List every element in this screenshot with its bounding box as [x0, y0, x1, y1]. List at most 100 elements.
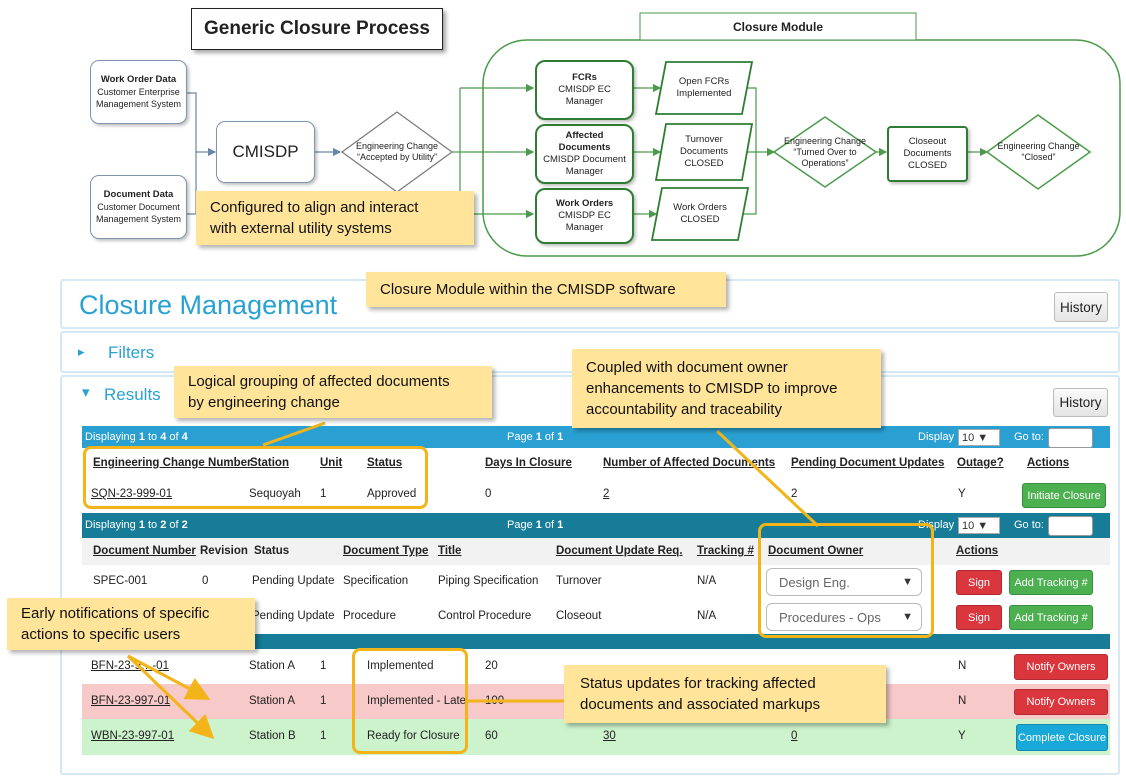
doc-col-update[interactable]: Document Update Req.: [556, 545, 683, 557]
note-early-line1: Early notifications of specific: [21, 605, 210, 622]
notify-owners-button[interactable]: Notify Owners: [1014, 654, 1108, 680]
filters-title[interactable]: Filters: [108, 343, 155, 362]
doc-header-row: Document Number Revision Status Document…: [82, 538, 1110, 566]
ec-col-status[interactable]: Status: [367, 457, 403, 469]
diamond-closed-line1: Engineering Change: [997, 141, 1080, 151]
doc-col-number[interactable]: Document Number: [93, 545, 196, 557]
para-workorders-shape: [650, 187, 750, 241]
ec-displaying-a: 1: [138, 431, 145, 443]
note-configured-line1: Configured to align and interact: [210, 199, 419, 216]
add-tracking-button[interactable]: Add Tracking #: [1009, 605, 1093, 630]
closeout-box: Closeout Documents CLOSED: [887, 126, 968, 182]
ec-lower-number-link[interactable]: BFN-23-997-01: [91, 695, 171, 707]
ec-display-select[interactable]: 10▼: [958, 429, 1000, 446]
ec-display-value: 10: [962, 431, 975, 444]
note-configured-line2: with external utility systems: [210, 220, 392, 237]
initiate-closure-button[interactable]: Initiate Closure: [1022, 483, 1106, 508]
para-turnover: Turnover Documents CLOSED: [656, 124, 752, 180]
para-open-fcrs-line1: Open FCRs: [678, 76, 730, 87]
ec-lower-number-link[interactable]: WBN-23-997-01: [91, 730, 175, 742]
ec-col-pending[interactable]: Pending Document Updates: [791, 457, 945, 469]
doc-display-select[interactable]: 10▼: [958, 517, 1000, 534]
ec-displaying-pre: Displaying: [85, 431, 139, 443]
diamond-closed-shape: [985, 114, 1092, 190]
doc-goto-input[interactable]: [1048, 516, 1093, 536]
filters-chevron-icon[interactable]: ▸: [78, 344, 85, 359]
sign-button[interactable]: Sign: [956, 570, 1002, 595]
doc-row-tracking: N/A: [697, 575, 717, 587]
doc-row-title: Control Procedure: [438, 610, 532, 622]
ec-row-pending: 2: [791, 488, 798, 500]
ec-col-actions: Actions: [1027, 457, 1070, 469]
cmisdp-box: CMISDP: [216, 121, 315, 183]
note-owner: Coupled with document owner enhancements…: [572, 349, 881, 428]
para-turnover-line1: Turnover: [685, 134, 723, 145]
document-data-box: Document Data Customer Document Manageme…: [90, 175, 187, 239]
ec-lower-unit: 1: [320, 730, 327, 742]
doc-col-revision[interactable]: Revision: [200, 545, 248, 557]
chevron-down-icon: ▼: [977, 519, 989, 532]
add-tracking-button[interactable]: Add Tracking #: [1009, 570, 1093, 595]
document-owner-select[interactable]: Procedures - Ops ▼: [766, 603, 922, 631]
affected-line2: Manager: [565, 166, 604, 177]
doc-page-a: 1: [535, 519, 542, 531]
ec-displaying: Displaying 1 to 4 of 4: [85, 431, 188, 443]
ec-lower-pending-link[interactable]: 0: [791, 730, 798, 742]
ec-lower-station: Station B: [249, 730, 296, 742]
document-owner-select[interactable]: Design Eng. ▼: [766, 568, 922, 596]
para-open-fcrs-line2: Implemented: [676, 88, 732, 99]
doc-page-mid: of: [541, 519, 558, 531]
ec-col-outage[interactable]: Outage?: [957, 457, 1004, 469]
doc-col-tracking[interactable]: Tracking #: [697, 545, 754, 557]
doc-row-status: Pending Update: [252, 575, 335, 587]
closure-module-label-box: [639, 12, 917, 41]
ec-col-station[interactable]: Station: [250, 457, 289, 469]
ec-lower-status: Implemented - Late: [367, 695, 467, 707]
note-early-line2: actions to specific users: [21, 626, 181, 643]
doc-col-type[interactable]: Document Type: [343, 545, 429, 557]
doc-col-title[interactable]: Title: [438, 545, 462, 557]
note-owner-line3: accountability and traceability: [586, 401, 782, 418]
page-title: Closure Management: [79, 290, 338, 320]
results-chevron-icon[interactable]: ▾: [82, 384, 90, 401]
ec-lower-outage: N: [958, 695, 967, 707]
notify-owners-button[interactable]: Notify Owners: [1014, 689, 1108, 715]
complete-closure-button[interactable]: Complete Closure: [1016, 724, 1108, 751]
doc-row-status: Pending Update: [252, 610, 335, 622]
work-orders-title: Work Orders: [555, 198, 614, 209]
document-data-line2: Management System: [95, 214, 182, 224]
doc-displaying-b: 2: [160, 519, 167, 531]
doc-page-b: 1: [557, 519, 564, 531]
doc-row-type: Procedure: [343, 610, 397, 622]
work-order-data-line1: Customer Enterprise: [97, 87, 180, 97]
note-status: Status updates for tracking affected doc…: [564, 665, 886, 723]
para-open-fcrs: Open FCRs Implemented: [656, 62, 752, 114]
closeout-line1: Closeout: [908, 136, 947, 147]
ec-col-number[interactable]: Engineering Change Number: [93, 457, 252, 469]
diamond-closed: Engineering Change “Closed”: [987, 136, 1090, 168]
ec-row-number-link[interactable]: SQN-23-999-01: [91, 488, 173, 500]
doc-col-owner[interactable]: Document Owner: [768, 545, 864, 557]
closure-module-label: Closure Module: [732, 19, 823, 34]
diamond-closed-line2: “Closed”: [1021, 152, 1056, 162]
history-button[interactable]: History: [1054, 292, 1108, 322]
doc-table-bar: Displaying 1 to 2 of 2 Page 1 of 1 Displ…: [82, 513, 1110, 538]
results-history-button[interactable]: History: [1053, 388, 1108, 417]
ec-col-affected[interactable]: Number of Affected Documents: [603, 457, 776, 469]
ec-lower-affected-link[interactable]: 30: [603, 730, 616, 742]
diamond-turned-over-shape: [772, 116, 878, 188]
note-grouping-line2: by engineering change: [188, 394, 340, 411]
highlight-grouping: [83, 446, 428, 509]
results-title[interactable]: Results: [104, 385, 161, 404]
note-owner-line2: enhancements to CMISDP to improve: [586, 380, 838, 397]
doc-col-status[interactable]: Status: [254, 545, 290, 557]
doc-page: Page 1 of 1: [507, 519, 563, 531]
ec-row-affected-link[interactable]: 2: [603, 488, 610, 500]
ec-col-days[interactable]: Days In Closure: [485, 457, 572, 469]
doc-row-number: SPEC-001: [93, 575, 148, 587]
ec-col-unit[interactable]: Unit: [320, 457, 343, 469]
highlight-status: [352, 648, 468, 754]
ec-goto-input[interactable]: [1048, 428, 1093, 448]
sign-button[interactable]: Sign: [956, 605, 1002, 630]
